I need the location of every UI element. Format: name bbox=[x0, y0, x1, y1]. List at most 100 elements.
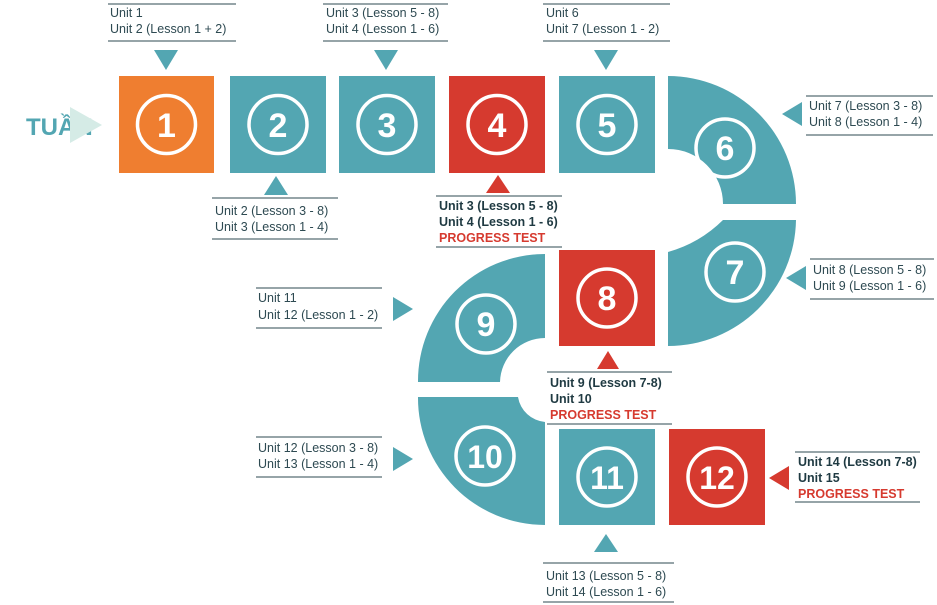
week-12-note: Unit 14 (Lesson 7-8) Unit 15 PROGRESS TE… bbox=[769, 451, 920, 503]
week-6-number: 6 bbox=[716, 130, 735, 168]
week-10-shape bbox=[417, 397, 545, 525]
week-9-note: Unit 11 Unit 12 (Lesson 1 - 2) bbox=[256, 287, 413, 329]
note-line: Unit 12 (Lesson 3 - 8) bbox=[258, 441, 378, 455]
start-arrow-icon bbox=[70, 107, 102, 143]
week-4-note: Unit 3 (Lesson 5 - 8) Unit 4 (Lesson 1 -… bbox=[436, 175, 562, 248]
note-line: Unit 2 (Lesson 1 + 2) bbox=[110, 22, 226, 36]
week-7-ring bbox=[704, 241, 766, 303]
note-line: Unit 1 bbox=[110, 6, 143, 20]
week-12-ring bbox=[686, 446, 748, 508]
note-line: Unit 10 bbox=[550, 392, 592, 406]
note-line: Unit 3 (Lesson 5 - 8) bbox=[439, 199, 558, 213]
note-line: Unit 12 (Lesson 1 - 2) bbox=[258, 308, 378, 322]
note-line: Unit 15 bbox=[798, 471, 840, 485]
week-6-ring bbox=[694, 117, 756, 179]
progress-test-label: PROGRESS TEST bbox=[439, 231, 546, 245]
note-line: Unit 6 bbox=[546, 6, 579, 20]
week-2-tile: 2 bbox=[230, 76, 326, 173]
week-4-shape bbox=[449, 76, 545, 173]
week-8-tile: 8 bbox=[559, 250, 655, 346]
note-line: Unit 3 (Lesson 5 - 8) bbox=[326, 6, 439, 20]
week-9-number: 9 bbox=[477, 306, 496, 344]
up-arrow-icon bbox=[264, 176, 288, 195]
week-12-number: 12 bbox=[699, 460, 735, 496]
week-3-tile: 3 bbox=[339, 76, 435, 173]
week-5-ring bbox=[576, 93, 638, 156]
down-arrow-icon bbox=[594, 50, 618, 70]
note-line: Unit 9 (Lesson 7-8) bbox=[550, 376, 662, 390]
week-11-tile: 11 bbox=[559, 429, 655, 525]
week-3-note: Unit 3 (Lesson 5 - 8) Unit 4 (Lesson 1 -… bbox=[323, 3, 448, 70]
week-3-number: 3 bbox=[378, 107, 397, 145]
week-11-ring bbox=[576, 446, 638, 508]
note-line: Unit 8 (Lesson 1 - 4) bbox=[809, 115, 922, 129]
week-11-number: 11 bbox=[590, 460, 624, 496]
right-arrow-icon bbox=[393, 447, 413, 471]
week-7-tile: 7 bbox=[668, 220, 796, 346]
week-8-ring bbox=[576, 267, 638, 329]
note-line: Unit 4 (Lesson 1 - 6) bbox=[439, 215, 558, 229]
week-4-ring bbox=[466, 93, 528, 156]
up-arrow-icon bbox=[486, 175, 510, 193]
week-9-ring bbox=[455, 293, 517, 355]
note-line: Unit 9 (Lesson 1 - 6) bbox=[813, 279, 926, 293]
week-10-ring bbox=[454, 425, 516, 487]
week-7-shape bbox=[668, 220, 796, 346]
week-1-number: 1 bbox=[157, 107, 176, 145]
week-1-ring bbox=[135, 93, 198, 156]
week-5-number: 5 bbox=[598, 107, 617, 145]
week-9-shape bbox=[417, 253, 545, 382]
note-line: Unit 4 (Lesson 1 - 6) bbox=[326, 22, 439, 36]
week-6-shape bbox=[668, 76, 796, 204]
week-7-note: Unit 8 (Lesson 5 - 8) Unit 9 (Lesson 1 -… bbox=[786, 258, 934, 300]
week-1-note: Unit 1 Unit 2 (Lesson 1 + 2) bbox=[108, 3, 236, 70]
note-line: Unit 7 (Lesson 3 - 8) bbox=[809, 99, 922, 113]
up-arrow-icon bbox=[594, 534, 618, 552]
week-6-tile: 6 bbox=[668, 76, 796, 204]
week-5-shape bbox=[559, 76, 655, 173]
note-line: Unit 7 (Lesson 1 - 2) bbox=[546, 22, 659, 36]
week-5-note: Unit 6 Unit 7 (Lesson 1 - 2) bbox=[543, 3, 670, 70]
week-3-ring bbox=[356, 93, 418, 156]
week-10-note: Unit 12 (Lesson 3 - 8) Unit 13 (Lesson 1… bbox=[256, 436, 413, 478]
note-line: Unit 3 (Lesson 1 - 4) bbox=[215, 220, 328, 234]
note-line: Unit 13 (Lesson 1 - 4) bbox=[258, 457, 378, 471]
right-arrow-icon bbox=[393, 297, 413, 321]
week-5-tile: 5 bbox=[559, 76, 655, 173]
week-2-shape bbox=[230, 76, 326, 173]
week-12-tile: 12 bbox=[669, 429, 765, 525]
week-4-number: 4 bbox=[488, 107, 507, 145]
week-1-tile: 1 bbox=[119, 76, 214, 173]
week-2-note: Unit 2 (Lesson 3 - 8) Unit 3 (Lesson 1 -… bbox=[212, 176, 338, 240]
week-6-note: Unit 7 (Lesson 3 - 8) Unit 8 (Lesson 1 -… bbox=[782, 95, 933, 136]
week-9-tile: 9 bbox=[417, 253, 545, 382]
week-2-ring bbox=[247, 93, 309, 156]
week-1-shape bbox=[119, 76, 214, 173]
up-arrow-icon bbox=[597, 351, 619, 369]
note-line: Unit 8 (Lesson 5 - 8) bbox=[813, 263, 926, 277]
progress-test-label: PROGRESS TEST bbox=[798, 487, 905, 501]
week-7-number: 7 bbox=[726, 254, 745, 292]
week-3-shape bbox=[339, 76, 435, 173]
week-8-note: Unit 9 (Lesson 7-8) Unit 10 PROGRESS TES… bbox=[547, 351, 672, 425]
week-8-number: 8 bbox=[598, 280, 617, 318]
week-10-tile: 10 bbox=[417, 397, 545, 525]
note-line: Unit 14 (Lesson 1 - 6) bbox=[546, 585, 666, 599]
week-12-shape bbox=[669, 429, 765, 525]
note-line: Unit 11 bbox=[258, 291, 297, 305]
progress-test-label: PROGRESS TEST bbox=[550, 408, 657, 422]
note-line: Unit 14 (Lesson 7-8) bbox=[798, 455, 917, 469]
down-arrow-icon bbox=[154, 50, 178, 70]
left-arrow-icon bbox=[786, 266, 806, 290]
note-line: Unit 2 (Lesson 3 - 8) bbox=[215, 204, 328, 218]
week-10-number: 10 bbox=[467, 439, 503, 475]
down-arrow-icon bbox=[374, 50, 398, 70]
left-arrow-icon bbox=[769, 466, 789, 490]
week-2-number: 2 bbox=[269, 107, 288, 145]
week-11-note: Unit 13 (Lesson 5 - 8) Unit 14 (Lesson 1… bbox=[543, 534, 674, 603]
note-line: Unit 13 (Lesson 5 - 8) bbox=[546, 569, 666, 583]
week-11-shape bbox=[559, 429, 655, 525]
left-arrow-icon bbox=[782, 102, 802, 126]
week-4-tile: 4 bbox=[449, 76, 545, 173]
